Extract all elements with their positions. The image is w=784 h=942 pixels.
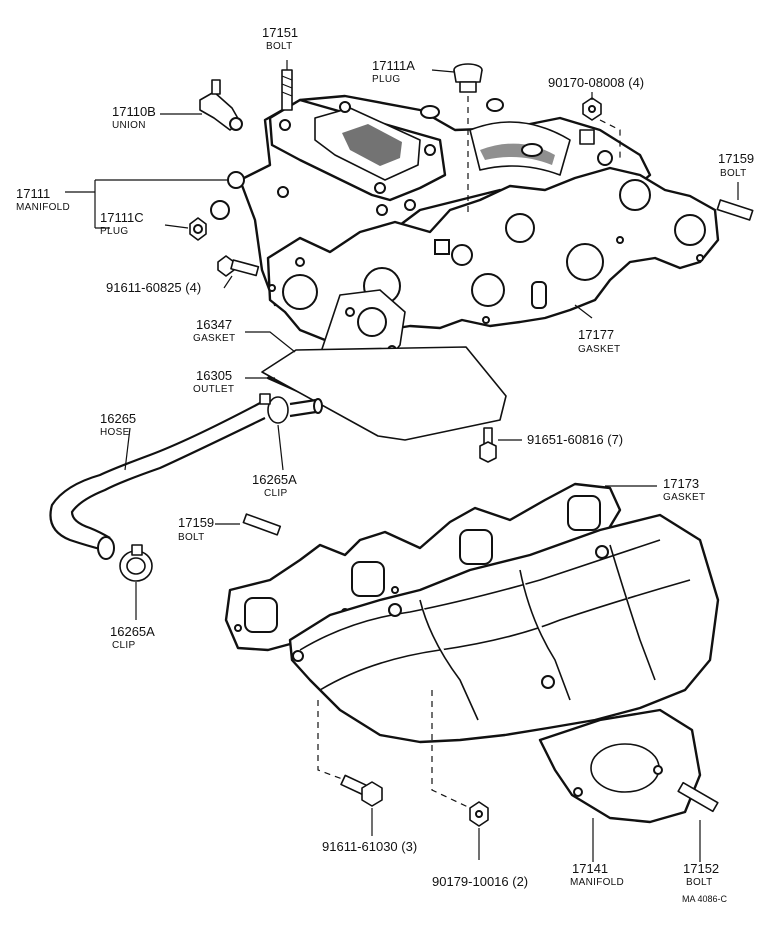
part-label-gasket-16347: 16347 GASKET (193, 317, 235, 344)
part-label-bolt-17152: 17152 BOLT (683, 861, 719, 888)
part-name: GASKET (663, 492, 705, 503)
part-number: 17110B (112, 104, 156, 119)
part-name: HOSE (100, 427, 130, 438)
bolt-17159-mid-drawing (242, 513, 282, 536)
part-number: 16265A (110, 624, 155, 639)
part-label-bolt-17159-mid: 17159 BOLT (178, 515, 214, 543)
part-name: MANIFOLD (570, 877, 624, 888)
drawing-code: MA 4086-C (682, 894, 728, 904)
part-number: 90179-10016 (2) (432, 874, 528, 889)
part-number: 17152 (683, 861, 719, 876)
leader-lines (65, 60, 739, 862)
part-name: GASKET (578, 344, 620, 355)
part-label-bolt-17151: 17151 BOLT (262, 25, 298, 52)
bolt-17159-top-drawing (716, 199, 754, 221)
part-name: PLUG (100, 226, 128, 237)
part-number: 17141 (572, 861, 608, 876)
part-label-hose-16265: 16265 HOSE (100, 411, 136, 438)
plug-17111a-drawing (453, 63, 483, 93)
part-label-outlet-16305: 16305 OUTLET (193, 368, 234, 395)
part-label-bolt-91651-60816: 91651-60816 (7) (527, 432, 623, 447)
part-label-clip-16265a-bottom: 16265A CLIP (110, 624, 155, 651)
part-number: 16305 (196, 368, 232, 383)
clip-16265a-bottom-drawing (119, 544, 153, 582)
part-label-nut-90170: 90170-08008 (4) (548, 75, 644, 90)
part-number: 16347 (196, 317, 232, 332)
bolt-17151-drawing (281, 69, 293, 111)
part-number: 17173 (663, 476, 699, 491)
part-number: 17151 (262, 25, 298, 40)
part-label-plug-17111c: 17111C PLUG (100, 210, 144, 237)
union-17110b-drawing (199, 79, 243, 131)
part-number: 17159 (718, 151, 754, 166)
part-number: 16265 (100, 411, 136, 426)
part-number: 17159 (178, 515, 214, 530)
part-name: BOLT (178, 532, 205, 543)
part-label-gasket-17177: 17177 GASKET (578, 327, 620, 355)
exhaust-manifold-17141-drawing (288, 513, 720, 824)
bolt-91611-60825-drawing (217, 255, 260, 277)
bolt-17152-drawing (677, 781, 719, 813)
gasket-16347-drawing (261, 346, 507, 441)
bolt-91611-61030-drawing (340, 774, 383, 807)
part-label-bolt-17159-top: 17159 BOLT (718, 151, 754, 179)
assembly-lines (317, 96, 621, 809)
part-label-plug-17111a: 17111A PLUG (372, 58, 415, 85)
part-name: PLUG (372, 74, 400, 85)
nut-90170-drawing (579, 97, 602, 145)
part-label-clip-16265a-top: 16265A CLIP (252, 472, 297, 499)
part-number: 91611-61030 (3) (322, 839, 417, 854)
part-label-manifold-17111: 17111 MANIFOLD (16, 186, 70, 213)
part-number: 91611-60825 (4) (106, 280, 201, 295)
part-number: 17111C (100, 210, 144, 225)
part-number: 17177 (578, 327, 614, 342)
clip-16265a-top-drawing (259, 393, 289, 424)
hose-16265-drawing (49, 398, 323, 560)
nut-90179-drawing (469, 801, 489, 827)
part-name: MANIFOLD (16, 202, 70, 213)
part-name: GASKET (193, 333, 235, 344)
part-number: 17111A (372, 58, 415, 73)
part-name: BOLT (686, 877, 713, 888)
part-label-manifold-17141: 17141 MANIFOLD (570, 861, 624, 888)
part-name: OUTLET (193, 384, 234, 395)
part-number: 91651-60816 (7) (527, 432, 623, 447)
bolt-91651-60816-drawing (479, 427, 497, 463)
part-number: 16265A (252, 472, 297, 487)
part-label-union-17110b: 17110B UNION (112, 104, 156, 131)
part-number: 17111 (16, 186, 50, 201)
part-name: BOLT (266, 41, 293, 52)
plug-17111c-drawing (189, 217, 207, 241)
part-name: CLIP (264, 488, 287, 499)
part-label-gasket-17173: 17173 GASKET (663, 476, 705, 503)
part-name: BOLT (720, 168, 747, 179)
part-label-bolt-91611-60825: 91611-60825 (4) (106, 280, 201, 295)
part-label-nut-90179: 90179-10016 (2) (432, 874, 528, 889)
part-name: UNION (112, 120, 146, 131)
part-label-bolt-91611-61030: 91611-61030 (3) (322, 839, 417, 854)
part-number: 90170-08008 (4) (548, 75, 644, 90)
part-name: CLIP (112, 640, 135, 651)
